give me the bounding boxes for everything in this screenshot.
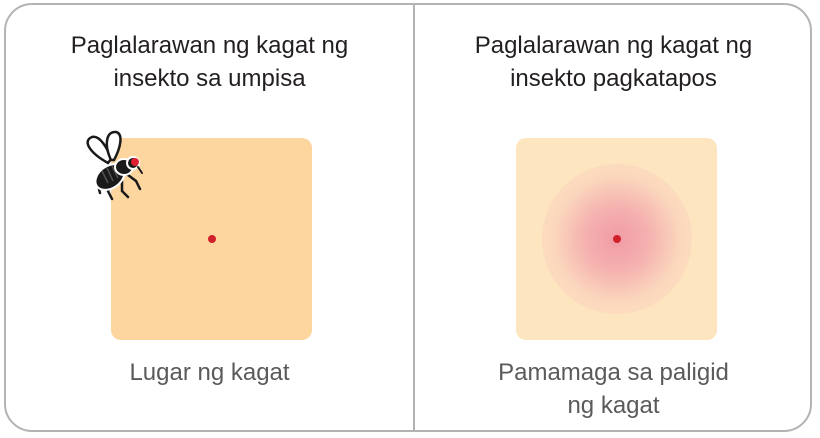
panel-after-title: Paglalarawan ng kagat ng insekto pagkata… bbox=[474, 32, 753, 92]
bite-dot bbox=[207, 235, 216, 243]
panel-after-caption: Pamamaga sa paligid ng kagat bbox=[498, 359, 729, 419]
panel-before-caption: Lugar ng kagat bbox=[129, 359, 290, 386]
panel-before: Paglalarawan ng kagat ng insekto sa umpi… bbox=[6, 5, 413, 432]
panel-before-title: Paglalarawan ng kagat ng insekto sa umpi… bbox=[70, 32, 349, 92]
bite-dot bbox=[612, 235, 621, 243]
insect-icon bbox=[86, 130, 143, 201]
panel-after: Paglalarawan ng kagat ng insekto pagkata… bbox=[415, 5, 812, 432]
skin-after bbox=[516, 138, 717, 340]
panel-divider bbox=[413, 5, 415, 432]
skin-before bbox=[111, 138, 312, 340]
